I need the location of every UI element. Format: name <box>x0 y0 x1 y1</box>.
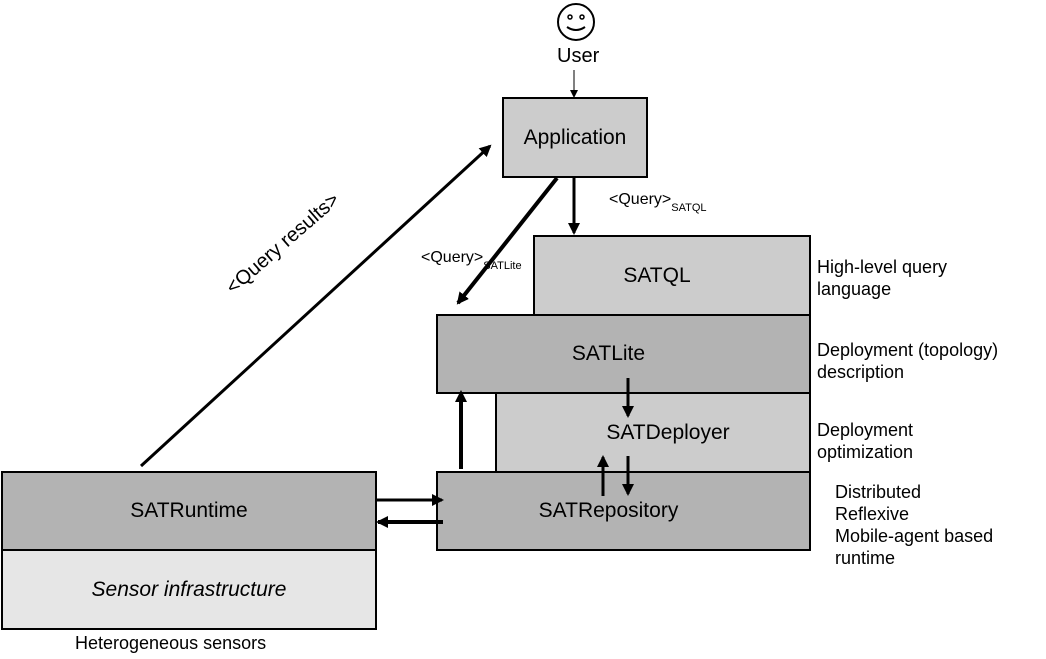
query-satql-sub: SATQL <box>671 202 707 214</box>
user-label: User <box>557 45 600 67</box>
query-satlite-sub: SATLite <box>483 260 522 272</box>
sensor-infrastructure-label: Sensor infrastructure <box>91 577 287 601</box>
satlite-desc-line: description <box>817 362 905 382</box>
query-results-arrow <box>139 144 492 468</box>
satlite-box: SATLite <box>436 314 811 394</box>
satlite-desc-line: Deployment (topology) <box>817 340 999 360</box>
query-results-label: <Query results> <box>222 188 344 299</box>
satrepository-desc-line: Reflexive <box>835 504 910 524</box>
satruntime-label: SATRuntime <box>130 499 248 522</box>
satrepository-desc-line: runtime <box>835 548 896 568</box>
satql-desc-line: High-level query <box>817 257 948 277</box>
query-satql-main: <Query> <box>609 191 672 208</box>
sensor-infrastructure-box: Sensor infrastructure <box>1 549 377 630</box>
satrepository-box: SATRepository <box>436 471 811 551</box>
satdeployer-description: Deployment optimization <box>817 419 913 463</box>
satlite-description: Deployment (topology) description <box>817 339 998 383</box>
satlite-label: SATLite <box>571 342 646 365</box>
query-satlite-label: <Query>SATLite <box>421 247 522 272</box>
satql-desc-line: language <box>817 279 892 299</box>
satdeployer-desc-line: Deployment <box>817 420 914 440</box>
query-satlite-main: <Query> <box>421 249 484 266</box>
satdeployer-label: SATDeployer <box>606 420 730 444</box>
satruntime-box: SATRuntime <box>1 471 377 551</box>
smiley-icon <box>557 3 595 41</box>
satdeployer-desc-line: optimization <box>817 442 914 462</box>
application-box: Application <box>502 97 648 178</box>
query-satql-label: <Query>SATQL <box>609 189 707 214</box>
heterogeneous-sensors-label: Heterogeneous sensors <box>75 633 267 653</box>
satrepository-desc-line: Distributed <box>835 482 922 502</box>
satql-description: High-level query language <box>817 256 947 300</box>
satdeployer-box: SATDeployer <box>495 392 811 473</box>
satrepository-description: Distributed Reflexive Mobile-agent based… <box>835 481 993 569</box>
satrepository-desc-line: Mobile-agent based <box>835 526 994 546</box>
satrepository-label: SATRepository <box>538 499 679 522</box>
application-label: Application <box>523 125 627 149</box>
satql-label: SATQL <box>623 264 691 287</box>
satql-box: SATQL <box>533 235 811 317</box>
